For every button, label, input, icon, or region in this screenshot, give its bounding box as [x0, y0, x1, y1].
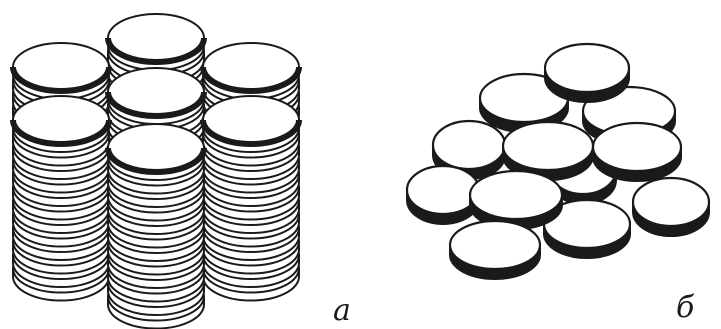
coin-face [407, 166, 479, 214]
panel-a-label: а [333, 296, 351, 326]
coin-stack [203, 96, 299, 301]
pyramid-coin [407, 166, 479, 224]
pyramid-coin [545, 44, 629, 102]
pyramid-coin [593, 123, 681, 181]
coin-face [593, 123, 681, 171]
coin-face [503, 122, 593, 170]
coin-face [450, 221, 540, 269]
coin-face [545, 44, 629, 92]
panel-b-coin-pyramid [407, 44, 709, 279]
coin-face [433, 121, 505, 169]
pyramid-coin [470, 171, 562, 229]
pyramid-coin [633, 178, 709, 236]
coin-stack [108, 124, 204, 329]
coin-stack [13, 96, 109, 301]
panel-a-coin-columns [13, 14, 299, 329]
coin-face [470, 171, 562, 219]
coin-face [633, 178, 709, 226]
panel-b-label: б [676, 293, 694, 323]
pyramid-coin [450, 221, 540, 279]
